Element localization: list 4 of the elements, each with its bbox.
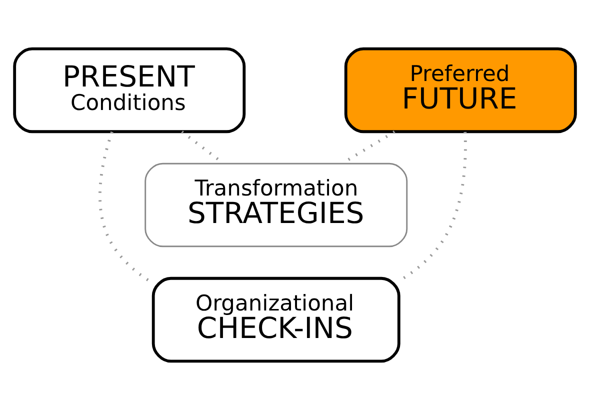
node-box: PRESENT Conditions: [13, 47, 246, 134]
node-box: Preferred FUTURE: [344, 47, 577, 134]
node-box: Transformation STRATEGIES: [144, 162, 408, 248]
node-box: Organizational CHECK-INS: [152, 276, 400, 363]
